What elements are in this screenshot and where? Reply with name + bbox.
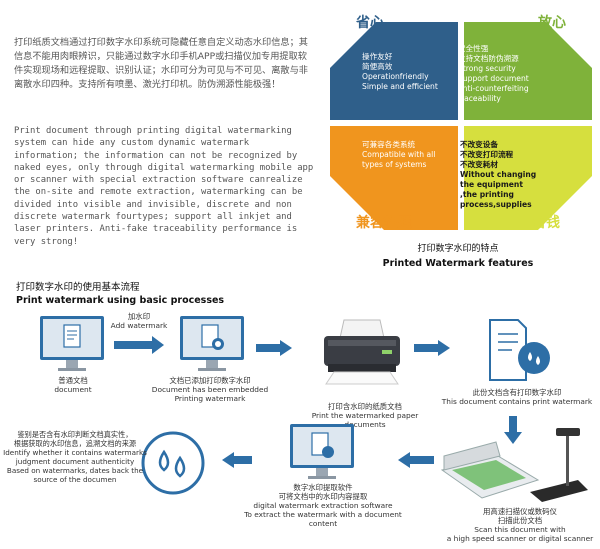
step2-line: 文档已添加打印数字水印 <box>169 376 251 385</box>
printer-icon <box>324 319 400 385</box>
step4-line: 此份文档含有打印数字水印 <box>472 388 562 397</box>
step5-line: a high speed scanner or digital scanner <box>446 534 594 543</box>
quad-br-text: 不改变设备 不改变打印流程 不改变耗材 Without changing the… <box>460 140 570 210</box>
quad-tl-line: 简便高效 <box>362 62 393 71</box>
scanner-icon <box>440 428 588 502</box>
step2-line: Printing watermark <box>174 394 246 403</box>
monitor-icon <box>40 316 104 371</box>
step6-line: digital watermark extraction software <box>253 501 393 510</box>
add-watermark-label: 加水印 Add watermark <box>108 312 170 330</box>
quad-bl-line: 可兼容各类系统 <box>362 140 416 149</box>
quad-tr-line: Support document <box>458 74 529 83</box>
step6-line: 可将文档中的水印内容提取 <box>278 492 368 501</box>
quad-br-line: process,supplies <box>460 200 532 209</box>
watermark-verify-icon <box>141 431 205 495</box>
arrow-right-icon <box>256 340 292 356</box>
features-caption-zh: 打印数字水印的特点 <box>417 244 499 254</box>
step2-label: 文档已添加打印数字水印 Document has been embedded P… <box>150 376 270 403</box>
quad-br-line: ,the printing <box>460 190 514 199</box>
quad-tr-title: 放心 <box>538 15 566 31</box>
add-watermark-zh: 加水印 <box>127 312 151 321</box>
step7-line: judgment document authenticity <box>15 457 135 466</box>
monitor-extraction-icon <box>290 424 354 479</box>
quad-tl-title: 省心 <box>356 15 384 31</box>
step7-line: Identify whether it contains watermarks <box>3 448 147 457</box>
quad-tl-line: Operationfriendly <box>362 72 429 81</box>
features-caption-en: Printed Watermark features <box>382 258 534 269</box>
step1-label: 普通文档 document <box>36 376 110 394</box>
step5-line: Scan this document with <box>474 525 566 534</box>
step5-line: 用高速扫描仪或数码仪 <box>483 507 557 516</box>
step7-line: 根据获取的水印信息，追溯文档的来源 <box>13 439 137 448</box>
quad-tr-shape <box>464 22 592 120</box>
step4-line: This document contains print watermark <box>441 397 593 406</box>
arrow-right-icon <box>414 340 450 356</box>
step3-label: 打印含水印的纸质文档 Print the watermarked paper d… <box>290 402 440 429</box>
quad-bl-line: types of systems <box>362 160 427 169</box>
quad-br-shape <box>464 126 592 230</box>
step3-line: 打印含水印的纸质文档 <box>328 402 402 411</box>
quad-br-line: 不改变设备 <box>460 140 498 149</box>
quad-tr-text: 安全性强 支持文档防伪溯源 Strong security Support do… <box>458 44 573 104</box>
step6-line: 数字水印提取软件 <box>293 483 353 492</box>
process-title-zh: 打印数字水印的使用基本流程 <box>16 282 140 293</box>
quad-tr-line: Strong security <box>458 64 516 73</box>
quad-tl-line: 操作友好 <box>362 52 393 61</box>
features-diamond <box>330 6 592 238</box>
step7-line: Based on watermarks, dates back the <box>6 466 144 475</box>
step1-line: 普通文档 <box>58 376 88 385</box>
step6-label: 数字水印提取软件 可将文档中的水印内容提取 digital watermark … <box>238 483 408 528</box>
intro-chinese: 打印纸质文档通过打印数字水印系统可隐藏任意自定义动态水印信息；其信息不能用肉眼辨… <box>14 37 308 90</box>
intro-english: Print document through printing digital … <box>14 126 314 247</box>
quad-tr-line: anti-counterfeiting <box>458 84 529 93</box>
quad-bl-line: Compatible with all <box>362 150 436 159</box>
step7-label: 鉴别是否含有水印判断文档真实性， 根据获取的水印信息，追溯文档的来源 Ident… <box>0 430 150 484</box>
step4-label: 此份文档含有打印数字水印 This document contains prin… <box>434 388 600 406</box>
step2-line: Document has been embedded <box>151 385 269 394</box>
quad-br-line: Without changing <box>460 170 537 179</box>
quad-br-line: 不改变打印流程 <box>460 150 514 159</box>
step5-label: 用高速扫描仪或数码仪 扫描此份文档 Scan this document wit… <box>440 507 600 543</box>
step6-line: To extract the watermark with a document… <box>244 510 402 528</box>
arrow-right-icon <box>114 336 164 354</box>
add-watermark-en: Add watermark <box>110 321 168 330</box>
step7-line: source of the documen <box>33 475 117 484</box>
monitor-watermark-icon <box>180 316 244 371</box>
step7-line: 鉴别是否含有水印判断文档真实性， <box>17 430 133 439</box>
quad-tl-line: Simple and efficient <box>362 82 438 91</box>
arrow-left-icon <box>398 452 434 468</box>
quad-tr-line: traceability <box>458 94 501 103</box>
arrow-down-icon <box>504 416 522 444</box>
quad-bl-text: 可兼容各类系统 Compatible with all types of sys… <box>362 140 457 170</box>
quad-br-line: the equipment <box>460 180 523 189</box>
quad-bl-title: 兼容性强 <box>356 215 412 231</box>
step3-line: Print the watermarked paper documents <box>311 411 419 429</box>
quad-tl-shape <box>330 22 458 120</box>
quad-tr-line: 安全性强 <box>458 44 489 53</box>
step5-line: 扫描此份文档 <box>497 516 543 525</box>
quad-bl-shape <box>330 126 458 230</box>
watermark-document-icon <box>489 319 550 381</box>
quad-tl-text: 操作友好 简便高效 Operationfriendly Simple and e… <box>362 52 457 92</box>
step1-line: document <box>54 385 92 394</box>
quad-br-title: 省钱 <box>532 215 560 231</box>
arrow-left-icon <box>222 452 252 468</box>
process-title-en: Print watermark using basic processes <box>16 295 225 306</box>
quad-br-line: 不改变耗材 <box>460 160 498 169</box>
quad-tr-line: 支持文档防伪溯源 <box>458 54 519 63</box>
